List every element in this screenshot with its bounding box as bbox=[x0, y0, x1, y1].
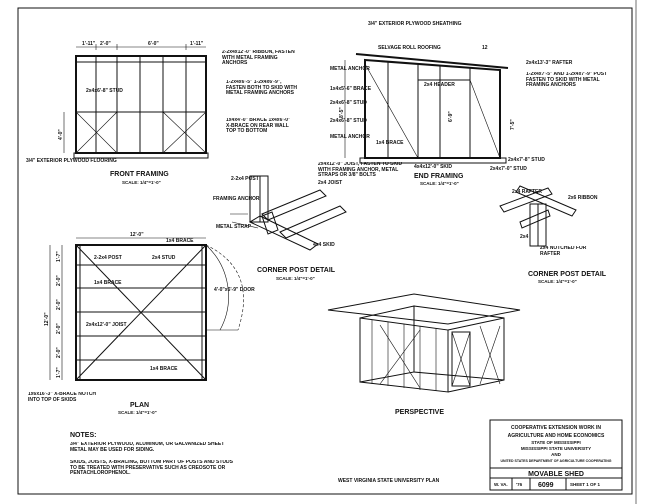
tb-line5: AND bbox=[551, 452, 561, 457]
plan-post-label: 2-2x4 POST bbox=[94, 255, 122, 261]
plan-title: PLAN bbox=[130, 402, 149, 409]
front-stud-label: 2x4x6'-8" STUD bbox=[86, 88, 123, 94]
plan-brace-top-label: 1x4 BRACE bbox=[166, 238, 194, 244]
front-ribbon-note: 2-2x4x12'-0" RIBBON, FASTEN WITH METAL F… bbox=[222, 50, 295, 66]
plan-dim-top: 12'-0" bbox=[130, 232, 144, 238]
front-framing-view: 1'-11" 2'-0" 6'-0" 1'-11" 4'-0" 2x4x6'-8… bbox=[26, 41, 209, 185]
front-framing-title: FRONT FRAMING bbox=[110, 171, 169, 178]
end-framing-title: END FRAMING bbox=[414, 173, 464, 180]
corner1-scale: SCALE: 1/4"=1'-0" bbox=[276, 276, 315, 281]
plan-brace-mid-label: 1x4 BRACE bbox=[94, 280, 122, 286]
end-framing-scale: SCALE: 1/4"=1'-0" bbox=[420, 181, 459, 186]
end-stud2-label: 2x4x6'-8" STUD bbox=[330, 118, 367, 124]
plan-dim-side: 12'-0" bbox=[44, 312, 50, 326]
plan-dim-3: 2'-0" bbox=[56, 299, 62, 310]
end-dim-post: 7'-5" bbox=[510, 119, 516, 130]
front-dim-3: 6'-0" bbox=[148, 41, 159, 47]
tb-line1: COOPERATIVE EXTENSION WORK IN bbox=[511, 425, 601, 431]
corner1-strap-label: METAL STRAP bbox=[216, 224, 252, 230]
end-stud3-label: 2x4x7'-8" STUD bbox=[508, 157, 545, 163]
perspective-title: PERSPECTIVE bbox=[395, 409, 444, 416]
tb-name: MOVABLE SHED bbox=[528, 471, 584, 478]
front-framing-scale: SCALE: 1/4"=1'-0" bbox=[122, 180, 161, 185]
front-skid-note: 1-2x4x6'-5" 1-2x4x6'-9", FASTEN BOTH TO … bbox=[226, 80, 297, 96]
corner2-notched-note: 2x4 NOTCHED FOR RAFTER bbox=[540, 246, 586, 256]
corner1-title: CORNER POST DETAIL bbox=[257, 267, 336, 274]
corner-post-detail-1: 2-2x4 POST 2x4 JOIST FRAMING ANCHOR META… bbox=[213, 175, 347, 281]
plan-dim-2: 2'-0" bbox=[56, 275, 62, 286]
end-brace-label: 1x4x5'-6" BRACE bbox=[330, 86, 372, 92]
end-roofing-label: SELVAGE ROLL ROOFING bbox=[378, 45, 441, 51]
end-pitch: 12 bbox=[482, 45, 488, 51]
corner2-scale: SCALE: 1/4"=1'-0" bbox=[538, 279, 577, 284]
plan-dim-5: 2'-0" bbox=[56, 347, 62, 358]
end-skid-label: 4x4x12'-0" SKID bbox=[414, 164, 452, 170]
tb-sheet: SHEET 1 OF 1 bbox=[570, 482, 601, 487]
corner2-stud-label: 2x4 bbox=[520, 234, 529, 240]
corner2-rafter-label: 2x4 RAFTER bbox=[512, 189, 542, 195]
front-dim-4: 1'-11" bbox=[190, 41, 204, 47]
corner1-anchor-label: FRAMING ANCHOR bbox=[213, 196, 260, 202]
end-stud1-label: 2x4x6'-8" STUD bbox=[330, 100, 367, 106]
notes-line-2: SKIDS, JOISTS, X-BRACING, BOTTOM PART OF… bbox=[70, 460, 233, 476]
end-framing-view: 8'-5" 6'-9" 7'-5" 12 3/4" EXTERIOR PLYWO… bbox=[330, 21, 573, 186]
end-joist-note: 2x4x12'-0" JOIST, FASTEN TO SKID WITH FR… bbox=[318, 162, 402, 178]
plan-joist-label: 2x4x12'-0" JOIST bbox=[86, 322, 127, 328]
plan-stud-label: 2x4 STUD bbox=[152, 255, 176, 261]
front-brace-note: 1x4x4'-0" BRACE 1x4x6'-0" X-BRACE ON REA… bbox=[226, 118, 290, 134]
tb-state: W. VA. bbox=[494, 482, 508, 487]
end-brace2-label: 1x4 BRACE bbox=[376, 140, 404, 146]
end-header-label: 2x4 HEADER bbox=[424, 82, 455, 88]
plan-brace-bot-label: 1x4 BRACE bbox=[150, 366, 178, 372]
notes-line-1: 3/4" EXTERIOR PLYWOOD, ALUMINUM, OR GALV… bbox=[70, 442, 224, 452]
end-dim-height: 8'-5" bbox=[339, 107, 345, 118]
front-dim-2: 2'-0" bbox=[100, 41, 111, 47]
tb-year: '76 bbox=[516, 482, 523, 487]
corner2-ribbon-label: 2x6 RIBBON bbox=[568, 195, 598, 201]
end-anchor2-label: METAL ANCHOR bbox=[330, 134, 370, 140]
end-rafter-label: 2x4x13'-3" RAFTER bbox=[526, 60, 573, 66]
tb-line2: AGRICULTURE AND HOME ECONOMICS bbox=[508, 433, 605, 439]
footer-text: WEST VIRGINIA STATE UNIVERSITY PLAN bbox=[338, 478, 440, 484]
end-anchor1-label: METAL ANCHOR bbox=[330, 66, 370, 72]
tb-line6: UNITED STATES DEPARTMENT OF AGRICULTURE … bbox=[501, 459, 612, 463]
end-dim-door: 6'-9" bbox=[448, 111, 454, 122]
front-dim-height: 4'-0" bbox=[58, 129, 64, 140]
perspective-view: PERSPECTIVE bbox=[327, 293, 521, 416]
corner-post-detail-2: 2x4 RAFTER 2x6 RIBBON 2x4 CORNER POST DE… bbox=[499, 185, 607, 284]
title-block: COOPERATIVE EXTENSION WORK IN AGRICULTUR… bbox=[489, 419, 623, 491]
plan-door-label: 4'-0"x6'-9" DOOR bbox=[214, 287, 255, 293]
notes-block: NOTES: bbox=[70, 432, 96, 439]
tb-line3: STATE OF MISSISSIPPI bbox=[531, 440, 581, 445]
plan-view: 12'-0" 1'-7" 2'-0" 2'-0" 2'-0" 2'-0" 1'-… bbox=[44, 232, 255, 415]
end-sheathing-label: 3/4" EXTERIOR PLYWOOD SHEATHING bbox=[368, 21, 462, 27]
corner1-skid-label: 4x4 SKID bbox=[313, 242, 335, 248]
plan-scale: SCALE: 1/4"=1'-0" bbox=[118, 410, 157, 415]
front-dim-1: 1'-11" bbox=[82, 41, 96, 47]
notes-heading: NOTES: bbox=[70, 432, 96, 439]
tb-number: 6099 bbox=[538, 482, 554, 489]
end-post-note: 1-2x4x7'-5" AND 1-2x4x7'-9" POST FASTEN … bbox=[526, 72, 607, 88]
plan-dim-1: 1'-7" bbox=[56, 251, 62, 262]
corner1-post-label: 2-2x4 POST bbox=[231, 176, 259, 182]
corner2-title: CORNER POST DETAIL bbox=[528, 271, 607, 278]
plan-dim-6: 1'-7" bbox=[56, 367, 62, 378]
tb-line4: MISSISSIPPI STATE UNIVERSITY bbox=[521, 446, 591, 451]
plan-dim-4: 2'-0" bbox=[56, 323, 62, 334]
plan-xbrace-note: 1x6x16'-3" X-BRACE NOTCH INTO TOP OF SKI… bbox=[28, 392, 96, 402]
front-flooring-label: 3/4" EXTERIOR PLYWOOD FLOORING bbox=[26, 158, 117, 164]
sheet-border bbox=[17, 7, 633, 495]
end-stud4-label: 2x4x7'-0" STUD bbox=[490, 166, 527, 172]
corner1-joist-label: 2x4 JOIST bbox=[318, 180, 342, 186]
